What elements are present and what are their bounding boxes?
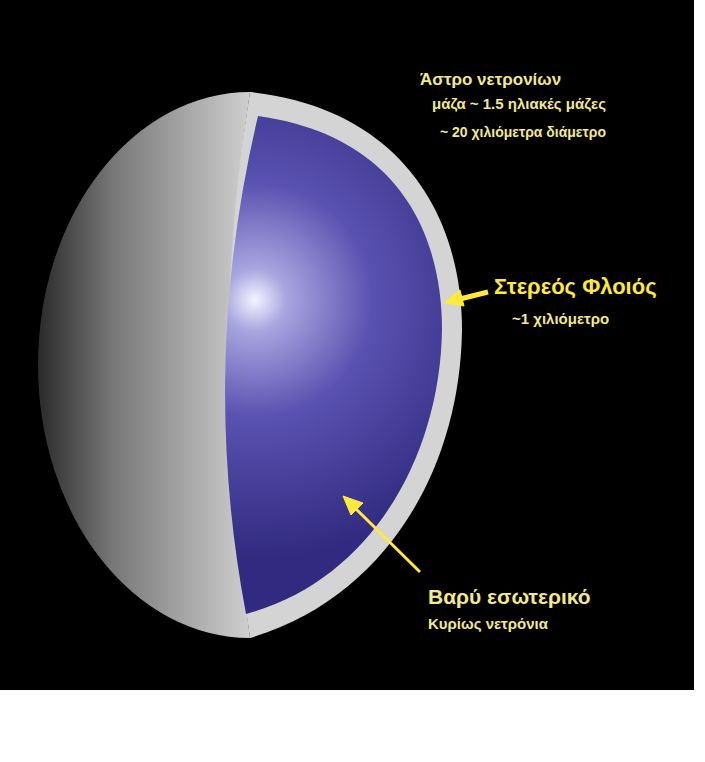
diameter-label: ~ 20 χιλιόμετρα διάμετρο: [440, 124, 606, 140]
interior-note: Κυρίως νετρόνια: [428, 615, 548, 632]
crust-thickness: ~1 χιλιόμετρο: [512, 310, 609, 327]
heavy-interior: [225, 116, 442, 614]
arrow-head: [444, 290, 464, 306]
interior-label: Βαρύ εσωτερικό: [428, 585, 591, 609]
sphere-surface: [38, 92, 250, 638]
crust-label: Στερεός Φλοιός: [494, 274, 657, 299]
title: Άστρο νετρονίων: [420, 70, 561, 90]
leader-arrows: [343, 290, 488, 572]
arrow-head: [343, 496, 363, 515]
background: [0, 0, 694, 690]
mass-label: μάζα ~ 1.5 ηλιακές μάζες: [432, 95, 606, 112]
interior-arrow: [355, 508, 420, 572]
